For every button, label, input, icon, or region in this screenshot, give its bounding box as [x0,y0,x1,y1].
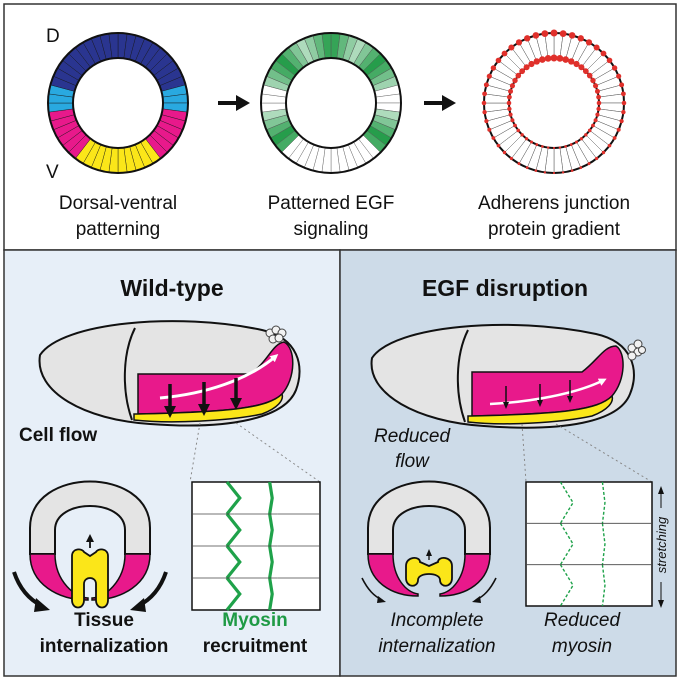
ring3-caption-line1: Adherens junction [478,193,630,214]
arrow-down-icon [164,384,176,418]
zoom-guide [235,422,321,483]
cross-section-egf-disruption [361,480,497,603]
myosin-label: Myosin [222,610,287,631]
embryo-wild-type [38,320,301,427]
incomplete-label-line2: internalization [378,636,495,657]
flow-arrow [159,354,279,400]
arrow-up-icon [86,534,94,548]
tissue-label-line1: Tissue [74,610,134,631]
curved-arrow-icon [12,571,50,612]
reduced-flow-line2: flow [395,451,430,472]
axis-label-dorsal: D [46,26,60,47]
cell-flow-label: Cell flow [19,425,97,446]
pole-cells [265,325,287,344]
ring2-caption-line2: signaling [294,219,369,240]
arrow-down-icon [198,382,210,416]
myosin-lattice-egf-disruption [525,481,653,607]
flow-arrow [489,378,607,406]
reduced-flow-line1: Reduced [374,426,451,447]
ring3-caption-line2: protein gradient [488,219,621,240]
cross-section-wild-type [12,480,168,612]
ring2-caption-line1: Patterned EGF [268,193,395,214]
ring-adherens-gradient [481,29,627,175]
ring1-caption-line1: Dorsal-ventral [59,193,177,214]
curved-arrow-icon [361,577,386,603]
ring-egf-signaling [260,32,402,174]
egf-disruption-title: EGF disruption [422,275,588,301]
axis-label-ventral: V [46,162,59,183]
arrow-down-icon [503,386,509,409]
curved-arrow-icon [130,571,168,612]
wild-type-panel [3,249,341,677]
arrow-up-icon [426,549,432,560]
arrow-down-icon [567,380,573,403]
recruitment-label: recruitment [203,636,308,657]
embryo-egf-disruption [370,323,646,429]
ring1-caption-line2: patterning [76,219,161,240]
incomplete-label-line1: Incomplete [391,610,484,631]
tissue-label-line2: internalization [40,636,169,657]
curved-arrow-icon [472,577,497,603]
reduced-myosin-line2: myosin [552,636,612,657]
myosin-lattice-wild-type [191,481,321,611]
pole-cells [627,339,646,361]
stretching-indicator: stretching [654,486,669,608]
reduced-myosin-line1: Reduced [544,610,621,631]
zoom-guide [555,423,653,483]
arrow-right-icon [218,95,250,111]
stretching-label: stretching [654,516,669,573]
ring-dorsal-ventral [47,32,189,174]
arrow-right-icon [424,95,456,111]
arrow-down-icon [230,378,242,410]
arrow-down-icon [537,384,543,407]
ventral-band [467,394,614,425]
wild-type-title: Wild-type [120,275,223,301]
